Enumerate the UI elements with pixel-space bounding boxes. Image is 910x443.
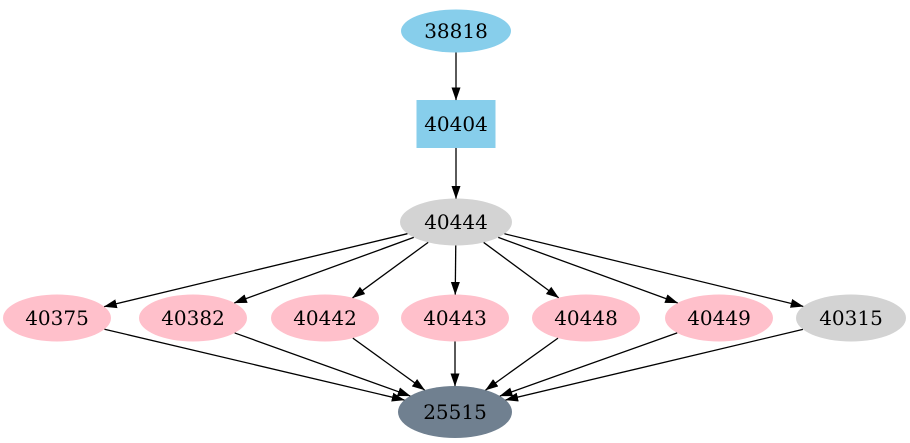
node-ellipse-shape <box>401 294 509 342</box>
node-40448: 40448 <box>532 294 640 342</box>
node-label: 25515 <box>423 400 487 424</box>
edge-40444-40449 <box>498 236 679 304</box>
node-label: 38818 <box>424 19 488 43</box>
edge-40444-40442 <box>352 241 429 299</box>
node-label: 40444 <box>424 210 488 234</box>
node-40444: 40444 <box>400 198 512 246</box>
edge-40449-25515 <box>499 332 678 397</box>
node-ellipse-shape <box>796 294 906 342</box>
node-38818: 38818 <box>401 9 511 53</box>
node-40449: 40449 <box>665 294 773 342</box>
node-box-shape <box>416 100 496 148</box>
edge-40444-40443 <box>450 245 460 296</box>
edge-40444-40375 <box>103 233 408 309</box>
edge-40448-25515 <box>485 337 559 391</box>
node-ellipse-shape <box>398 386 512 438</box>
edge-40382-25515 <box>234 332 411 397</box>
node-ellipse-shape <box>665 294 773 342</box>
node-ellipse-shape <box>3 294 111 342</box>
node-40442: 40442 <box>271 294 379 342</box>
edge-40444-40315 <box>504 233 804 308</box>
node-ellipse-shape <box>271 294 379 342</box>
node-25515: 25515 <box>398 386 512 438</box>
node-ellipse-shape <box>532 294 640 342</box>
graph-nodes: 38818 40404 40444 40375 40382 40442 40443 40448… <box>3 9 906 438</box>
edge-40375-25515 <box>104 328 405 402</box>
node-label: 40442 <box>293 306 357 330</box>
edge-40444-40448 <box>483 241 559 299</box>
node-label: 40375 <box>25 306 89 330</box>
node-40443: 40443 <box>401 294 509 342</box>
node-label: 40443 <box>423 306 487 330</box>
node-label: 40449 <box>687 306 751 330</box>
node-label: 40404 <box>424 112 488 136</box>
edge-40315-25515 <box>505 328 804 402</box>
node-ellipse-shape <box>400 198 512 246</box>
node-label: 40315 <box>819 306 883 330</box>
node-ellipse-shape <box>139 294 247 342</box>
node-40375: 40375 <box>3 294 111 342</box>
node-label: 40448 <box>554 306 618 330</box>
node-40382: 40382 <box>139 294 247 342</box>
node-ellipse-shape <box>401 9 511 53</box>
graph-edges <box>103 52 804 402</box>
node-label: 40382 <box>161 306 225 330</box>
edge-40444-40382 <box>233 236 414 304</box>
node-40404: 40404 <box>416 100 496 148</box>
node-40315: 40315 <box>796 294 906 342</box>
edge-40442-25515 <box>352 337 425 391</box>
